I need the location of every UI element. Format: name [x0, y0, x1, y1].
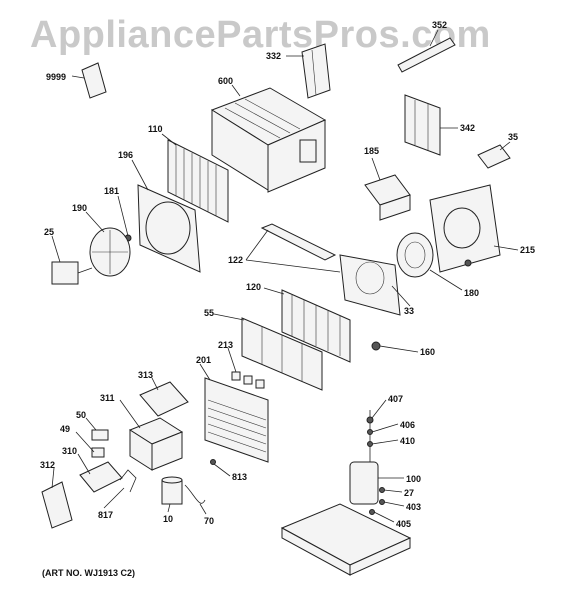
compressor	[349, 410, 385, 515]
side-panel-312	[41, 481, 73, 529]
capacitor	[161, 476, 183, 505]
callout-122: 122	[228, 255, 244, 265]
control-cover	[139, 381, 189, 417]
fan-blade	[89, 227, 131, 277]
callout-201: 201	[196, 355, 212, 365]
callout-27: 27	[404, 488, 415, 498]
callout-160: 160	[420, 347, 436, 357]
front-grille	[204, 377, 269, 463]
bulkhead-33	[339, 254, 401, 316]
callout-213: 213	[218, 340, 234, 350]
fan-motor	[51, 261, 93, 285]
screw-813	[210, 459, 216, 465]
air-filter	[241, 317, 323, 391]
fan-shroud	[137, 184, 201, 273]
callout-190: 190	[72, 203, 88, 213]
control-board-35	[477, 144, 511, 169]
leader-lines	[51, 29, 519, 523]
callout-185: 185	[364, 146, 380, 156]
callout-100: 100	[406, 474, 422, 484]
callout-10: 10	[163, 514, 174, 524]
callout-110: 110	[148, 124, 163, 134]
panel-342	[404, 94, 441, 156]
callout-813: 813	[232, 472, 248, 482]
callout-50: 50	[76, 410, 87, 420]
rail-352	[397, 37, 456, 73]
callout-406: 406	[400, 420, 416, 430]
callout-313: 313	[138, 370, 154, 380]
callout-352: 352	[432, 20, 448, 30]
filter-rail	[260, 223, 337, 261]
callout-600: 600	[218, 76, 234, 86]
condenser-coil	[167, 139, 229, 223]
art-number: (ART NO. WJ1913 C2)	[42, 568, 136, 578]
control-box	[128, 417, 184, 471]
callout-310: 310	[62, 446, 78, 456]
callout-33: 33	[404, 306, 415, 316]
callout-49: 49	[60, 424, 71, 434]
terminal-board	[79, 461, 123, 493]
callout-405: 405	[396, 519, 412, 529]
callout-311: 311	[100, 393, 115, 403]
manual-card	[81, 62, 107, 99]
callout-196: 196	[118, 150, 134, 160]
callout-120: 120	[246, 282, 262, 292]
blower-wheel	[396, 232, 434, 278]
callout-215: 215	[520, 245, 536, 255]
callout-332: 332	[266, 51, 282, 61]
callout-180: 180	[464, 288, 480, 298]
callout-70: 70	[204, 516, 215, 526]
switch-50	[91, 429, 109, 441]
blower-housing	[429, 184, 501, 273]
callout-817: 817	[98, 510, 114, 520]
callout-25: 25	[44, 227, 55, 237]
base-pan	[280, 503, 412, 576]
control-knobs	[231, 371, 265, 389]
bracket-332	[301, 43, 331, 99]
cabinet-wrapper	[210, 87, 327, 193]
callout-410: 410	[400, 436, 416, 446]
callout-55: 55	[204, 308, 215, 318]
callout-407: 407	[388, 394, 404, 404]
callout-342: 342	[460, 123, 476, 133]
watermark: AppliancePartsPros.com	[30, 14, 491, 56]
evaporator-coil	[281, 289, 351, 363]
callout-403: 403	[406, 502, 422, 512]
callout-312: 312	[40, 460, 56, 470]
switch-49	[91, 447, 105, 458]
sensor-160	[371, 341, 381, 351]
wiring-817	[119, 469, 137, 493]
power-cord	[184, 484, 206, 504]
callout-35: 35	[508, 132, 519, 142]
callout-181: 181	[104, 186, 120, 196]
callout-9999: 9999	[46, 72, 67, 82]
air-duct-185	[364, 174, 411, 221]
